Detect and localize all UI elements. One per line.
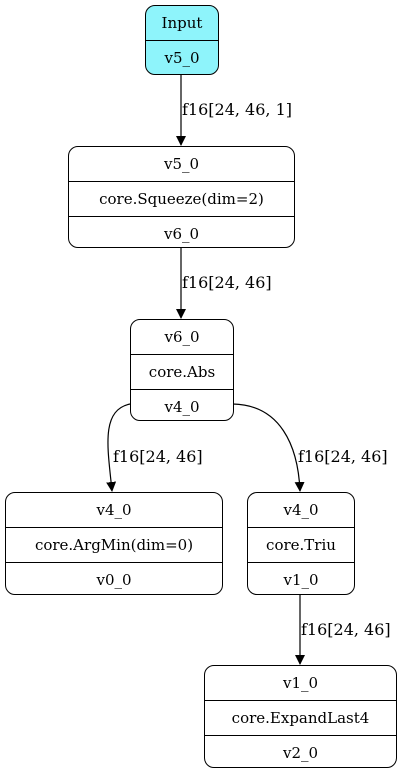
edge-label-abs-triu: f16[24, 46] xyxy=(298,447,388,466)
expand-node-op: core.ExpandLast4 xyxy=(205,700,396,735)
argmin-node-input: v4_0 xyxy=(96,501,132,519)
expand-node-input: v1_0 xyxy=(282,674,319,692)
edge-abs-to-triu xyxy=(232,403,305,492)
expand-node[interactable]: v1_0 core.ExpandLast4 v2_0 xyxy=(204,665,397,768)
squeeze-node-output: v6_0 xyxy=(69,216,294,247)
triu-node-output: v1_0 xyxy=(248,562,354,594)
edge-label-triu-expand: f16[24, 46] xyxy=(301,620,391,639)
abs-node[interactable]: v6_0 core.Abs v4_0 xyxy=(130,319,234,421)
argmin-node-output: v0_0 xyxy=(6,562,222,594)
edge-label-squeeze-abs: f16[24, 46] xyxy=(182,273,272,292)
edge-abs-to-argmin xyxy=(106,403,131,492)
input-node-output: v5_0 xyxy=(146,40,218,74)
abs-node-op: core.Abs xyxy=(131,354,233,389)
edge-label-abs-argmin: f16[24, 46] xyxy=(113,447,203,466)
expand-node-output: v2_0 xyxy=(205,735,396,767)
input-node[interactable]: Input v5_0 xyxy=(145,5,219,75)
edge-label-input-squeeze: f16[24, 46, 1] xyxy=(182,100,293,119)
squeeze-node[interactable]: v5_0 core.Squeeze(dim=2) v6_0 xyxy=(68,146,295,248)
input-node-title: Input xyxy=(161,14,203,32)
triu-node[interactable]: v4_0 core.Triu v1_0 xyxy=(247,492,355,595)
squeeze-node-input: v5_0 xyxy=(163,155,200,173)
abs-node-input: v6_0 xyxy=(164,328,200,346)
argmin-node-op: core.ArgMin(dim=0) xyxy=(6,527,222,562)
abs-node-output: v4_0 xyxy=(131,389,233,420)
argmin-node[interactable]: v4_0 core.ArgMin(dim=0) v0_0 xyxy=(5,492,223,595)
triu-node-op: core.Triu xyxy=(248,527,354,562)
squeeze-node-op: core.Squeeze(dim=2) xyxy=(69,181,294,216)
triu-node-input: v4_0 xyxy=(283,501,319,519)
